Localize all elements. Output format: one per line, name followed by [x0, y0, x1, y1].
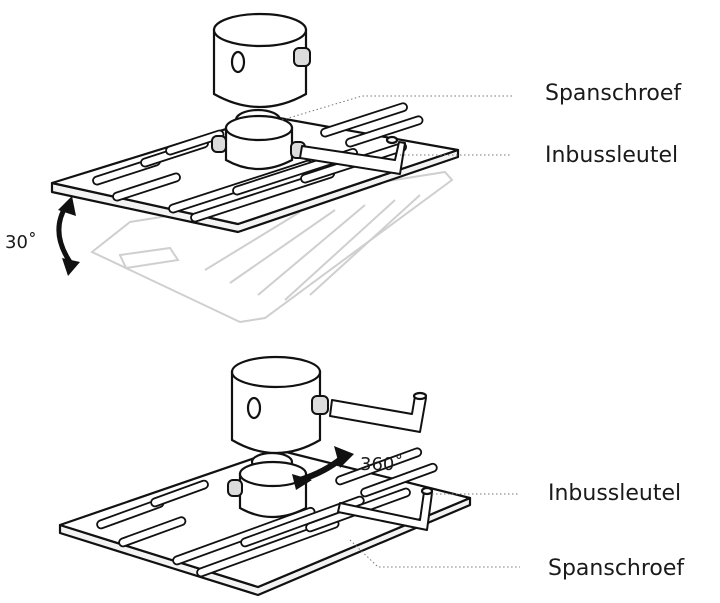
allen-key-bottom	[337, 486, 434, 531]
rotation-arrow-icon	[292, 446, 354, 490]
top-assembly: 30˚	[5, 12, 682, 324]
allen-key-loose	[329, 391, 428, 433]
label-spanschroef-top: Spanschroef	[545, 81, 682, 106]
leader-line-spanschroef-bottom	[349, 539, 520, 568]
label-inbussleutel-bottom: Inbussleutel	[548, 481, 681, 506]
ball-joint-top	[211, 108, 306, 170]
rotation-angle-label: 360˚	[360, 454, 403, 475]
label-inbussleutel-top: Inbussleutel	[545, 143, 678, 168]
tilt-angle-label: 30˚	[5, 232, 37, 253]
mounting-plate-bottom	[58, 447, 472, 597]
tilted-plate-ghost	[90, 170, 454, 324]
ball-joint-bottom	[227, 451, 308, 518]
mount-cylinder-bottom	[230, 355, 329, 455]
allen-key-top	[299, 135, 406, 175]
bottom-assembly: 360˚ Inbussleutel Spanschroef	[58, 355, 685, 597]
label-spanschroef-bottom: Spanschroef	[548, 556, 685, 581]
tilt-arrow-icon	[56, 196, 80, 276]
mount-cylinder-top	[212, 12, 311, 108]
